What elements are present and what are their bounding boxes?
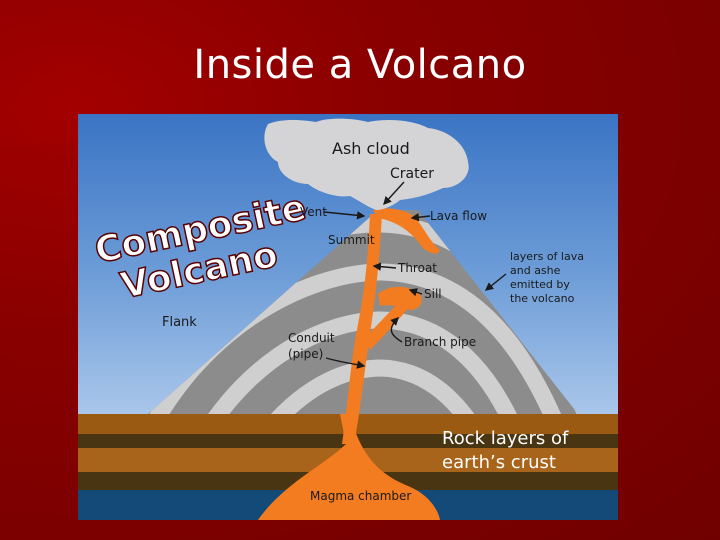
label-magma-chamber: Magma chamber — [310, 489, 411, 503]
arrow-crater — [383, 181, 405, 206]
arrow-conduit — [325, 357, 366, 369]
arrow-branch-pipe — [390, 317, 403, 343]
ash-cloud — [264, 118, 469, 210]
label-rock-layers-2: earth’s crust — [442, 452, 556, 473]
arrow-vent — [323, 211, 366, 220]
label-lava-flow: Lava flow — [430, 209, 487, 223]
label-sill: Sill — [424, 287, 442, 301]
label-rock-layers-1: Rock layers of — [442, 428, 569, 449]
label-branch-pipe: Branch pipe — [404, 335, 476, 349]
slide-title: Inside a Volcano — [193, 42, 527, 88]
label-layers-1: layers of lava — [510, 250, 584, 263]
arrow-lava-flow — [410, 213, 431, 222]
arrow-layers — [484, 273, 507, 291]
magma-system — [258, 208, 440, 520]
label-conduit-1: Conduit — [288, 331, 335, 345]
label-throat: Throat — [397, 261, 437, 275]
label-layers-4: the volcano — [510, 292, 575, 305]
magma-chamber — [258, 414, 440, 520]
volcano-diagram: Composite Volcano Ash cloud Crater Vent … — [78, 114, 618, 520]
label-layers-3: emitted by — [510, 278, 570, 291]
conduit-pipe — [342, 214, 382, 444]
label-flank: Flank — [162, 315, 197, 330]
branch-pipe — [364, 296, 412, 350]
label-ash-cloud: Ash cloud — [332, 139, 410, 158]
label-conduit-2: (pipe) — [288, 347, 323, 361]
arrow-throat — [372, 262, 397, 271]
pointer-arrows — [323, 181, 507, 369]
volcano-diagram-svg: Composite Volcano Ash cloud Crater Vent … — [78, 114, 618, 520]
label-summit: Summit — [328, 233, 375, 247]
label-crater: Crater — [390, 166, 434, 182]
label-vent: Vent — [300, 205, 327, 219]
lava-flow — [373, 208, 440, 254]
label-layers-2: and ashe — [510, 264, 561, 277]
arrow-sill — [408, 288, 423, 297]
